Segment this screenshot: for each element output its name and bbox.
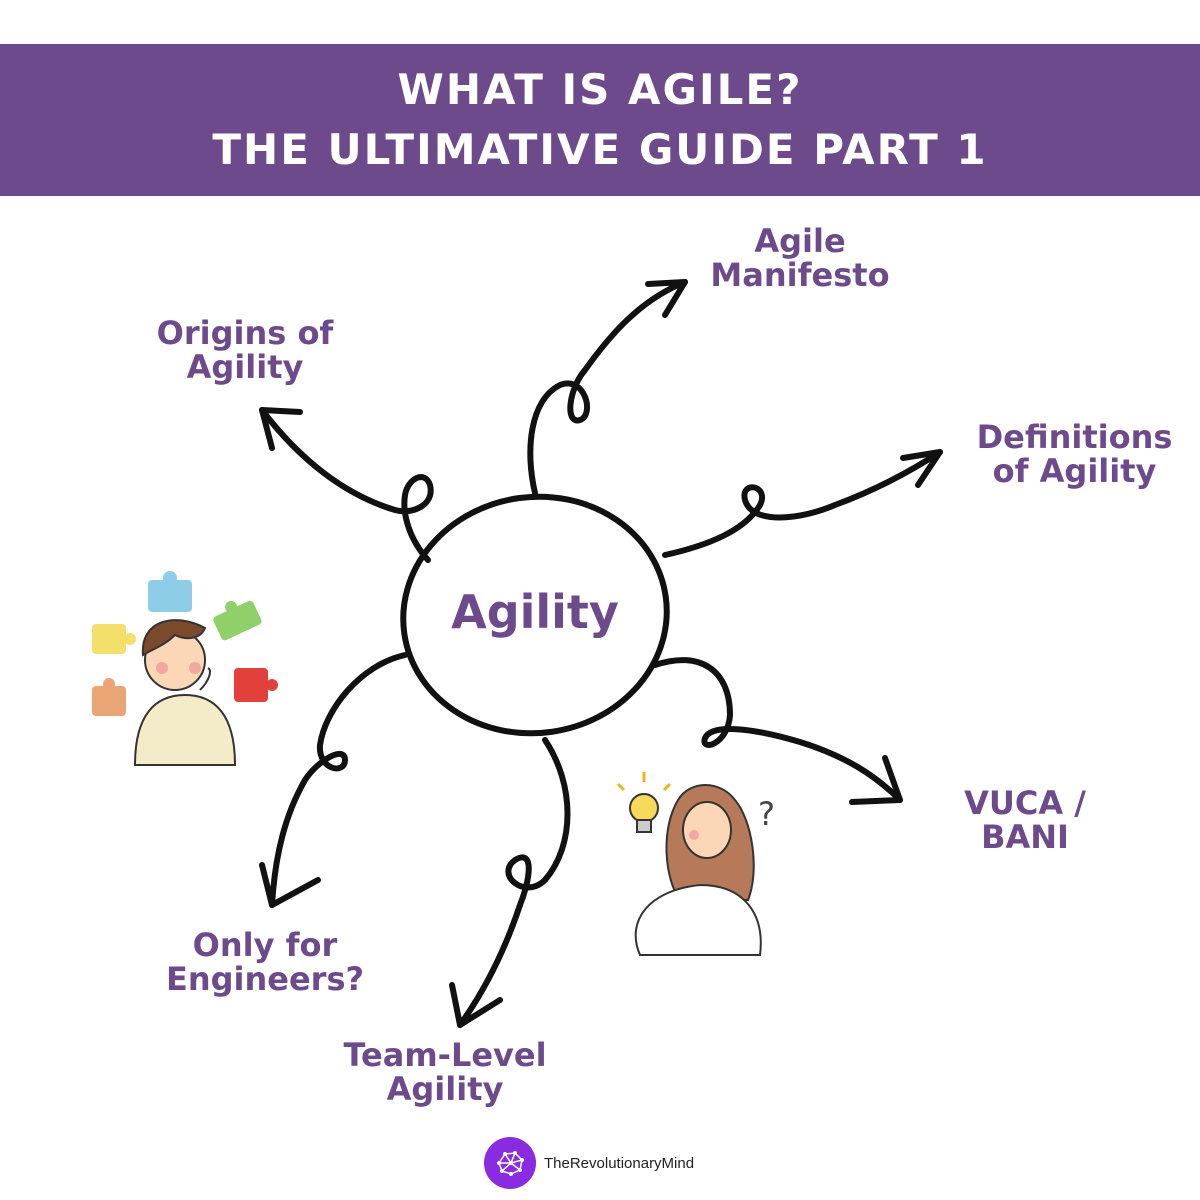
- footer-brand: TheRevolutionaryMind: [484, 1137, 694, 1189]
- branch-label-team: Team-Level Agility: [320, 1038, 570, 1106]
- origins-line-1: Origins of: [156, 314, 334, 352]
- branch-label-engineers: Only for Engineers?: [150, 928, 380, 996]
- thinking-woman-illustration: ?: [616, 772, 775, 956]
- branch-label-origins: Origins of Agility: [150, 316, 340, 384]
- thinking-man-illustration: [92, 571, 278, 766]
- title-banner: WHAT IS AGILE? THE ULTIMATIVE GUIDE PART…: [0, 44, 1200, 196]
- puzzle-piece-yellow-icon: [92, 624, 136, 654]
- center-node: [400, 493, 670, 737]
- puzzle-piece-green-icon: [213, 600, 262, 641]
- connector-manifesto: [527, 279, 688, 496]
- brain-network-logo-icon: [484, 1137, 536, 1189]
- manifesto-line-1: Agile: [754, 222, 846, 260]
- connector-team: [449, 737, 571, 1028]
- vuca-line-2: BANI: [981, 818, 1069, 856]
- manifesto-line-2: Manifesto: [710, 256, 890, 294]
- title-line-2: THE ULTIMATIVE GUIDE PART 1: [212, 125, 988, 174]
- engineers-line-2: Engineers?: [165, 960, 365, 998]
- engineers-line-1: Only for: [192, 926, 338, 964]
- connector-origins: [259, 407, 434, 563]
- branch-label-vuca: VUCA / BANI: [940, 786, 1110, 854]
- team-line-2: Agility: [386, 1070, 504, 1108]
- puzzle-piece-red-icon: [234, 668, 278, 702]
- branch-label-manifesto: Agile Manifesto: [700, 224, 900, 292]
- title-line-1: WHAT IS AGILE?: [397, 65, 803, 114]
- branch-label-definitions: Definitions of Agility: [962, 420, 1187, 488]
- origins-line-2: Agility: [186, 348, 304, 386]
- center-label: Agility: [451, 585, 619, 639]
- brand-name: TheRevolutionaryMind: [544, 1154, 695, 1172]
- lightbulb-icon: [616, 772, 672, 833]
- puzzle-piece-orange-icon: [92, 678, 126, 716]
- team-line-1: Team-Level: [343, 1036, 547, 1074]
- definitions-line-1: Definitions: [976, 418, 1173, 456]
- definitions-line-2: of Agility: [992, 452, 1157, 490]
- connector-vuca: [652, 657, 903, 805]
- vuca-line-1: VUCA /: [964, 784, 1086, 822]
- connector-definitions: [662, 449, 943, 558]
- connector-engineers: [259, 652, 408, 908]
- question-mark-icon: ?: [758, 795, 775, 833]
- puzzle-piece-blue-icon: [148, 571, 192, 612]
